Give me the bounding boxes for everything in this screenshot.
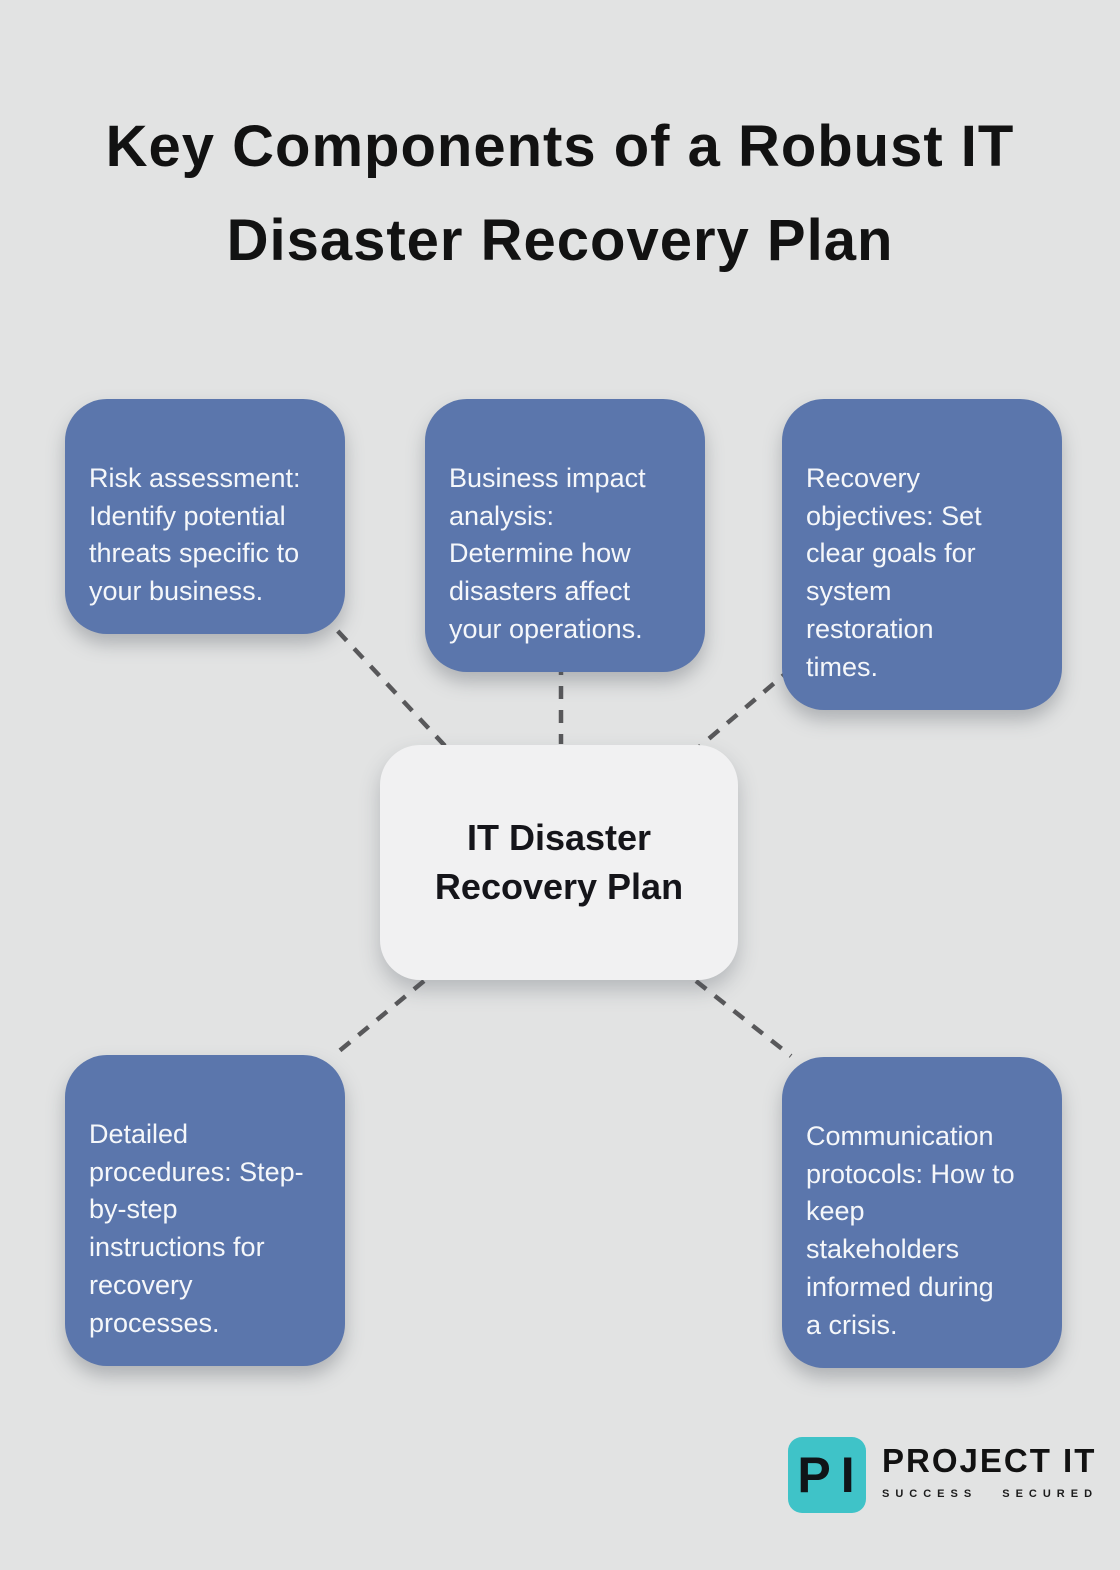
logo-tagline: SUCCESS SECURED — [882, 1488, 1099, 1501]
project-it-logo: PI PROJECT IT SUCCESS SECURED — [788, 1437, 1098, 1513]
connector-objectives-to-center — [696, 666, 794, 750]
node-business-impact-analysis-text: Business impact analysis: Determine how … — [449, 462, 646, 644]
center-node-label: IT Disaster Recovery Plan — [434, 816, 684, 907]
node-risk-assessment: Risk assessment: Identify potential thre… — [65, 399, 345, 634]
logo-text-block: PROJECT IT SUCCESS SECURED — [882, 1437, 1098, 1500]
node-recovery-objectives: Recovery objectives: Set clear goals for… — [782, 399, 1062, 710]
node-communication-protocols-text: Communication protocols: How to keep sta… — [806, 1120, 1015, 1340]
logo-monogram: PI — [797, 1447, 865, 1503]
node-business-impact-analysis: Business impact analysis: Determine how … — [425, 399, 705, 672]
connector-communication-to-center — [694, 979, 793, 1058]
node-recovery-objectives-text: Recovery objectives: Set clear goals for… — [806, 462, 982, 682]
node-risk-assessment-text: Risk assessment: Identify potential thre… — [89, 462, 301, 607]
center-node-it-disaster-recovery-plan: IT Disaster Recovery Plan — [380, 745, 738, 980]
logo-company-name: PROJECT IT — [882, 1442, 1097, 1479]
connector-procedures-to-center — [330, 979, 426, 1059]
page-title: Key Components of a Robust IT Disaster R… — [105, 114, 1015, 273]
node-communication-protocols: Communication protocols: How to keep sta… — [782, 1057, 1062, 1368]
project-it-logo-icon: PI — [788, 1437, 866, 1513]
node-detailed-procedures: Detailed procedures: Step- by-step instr… — [65, 1055, 345, 1366]
node-detailed-procedures-text: Detailed procedures: Step- by-step instr… — [89, 1118, 304, 1338]
